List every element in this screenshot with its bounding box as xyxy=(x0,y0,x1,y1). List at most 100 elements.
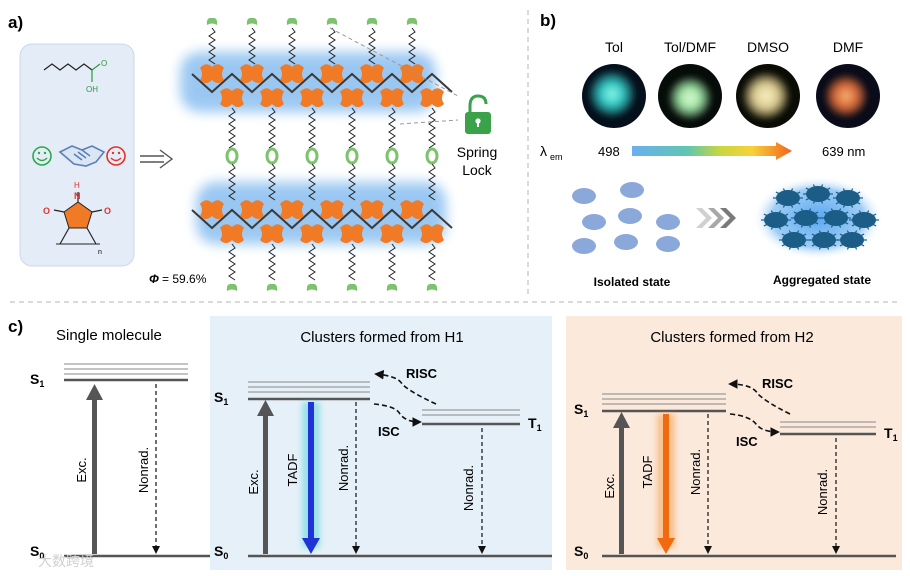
orange-unit-top-row2-shape xyxy=(220,88,244,107)
spring-top xyxy=(208,27,216,65)
spring-top xyxy=(328,27,336,65)
solvent-label-tol: Tol xyxy=(605,39,623,55)
orange-unit-top-row2-shape xyxy=(380,88,404,107)
green-cap-top xyxy=(326,17,338,25)
orange-unit-bottom-row1-shape xyxy=(240,200,264,219)
h1-nonrad-head-2 xyxy=(478,546,486,554)
orange-unit-bottom-row1 xyxy=(240,200,264,219)
spring-top xyxy=(368,27,376,65)
green-cap-bottom xyxy=(306,283,318,291)
isolated-molecule-dot xyxy=(572,238,596,254)
sample-photo-dmso xyxy=(742,72,790,120)
aggregated-molecule xyxy=(809,230,839,250)
emission-gradient-arrow xyxy=(632,142,792,160)
h2-s0-label: S0 xyxy=(574,543,588,561)
green-cap-bottom xyxy=(426,283,438,291)
aggregated-molecule xyxy=(837,230,867,250)
lambda-symbol: λ xyxy=(540,143,547,159)
orange-unit-bottom-row1 xyxy=(360,200,384,219)
watermark: 大数跨境 xyxy=(38,553,94,569)
aggregate-core xyxy=(806,186,830,202)
orange-unit-top-row2-shape xyxy=(300,88,324,107)
orange-unit-bottom-row2-shape xyxy=(260,224,284,243)
spring-link-upper xyxy=(348,107,356,149)
solvent-label-dmso: DMSO xyxy=(747,39,789,55)
orange-unit-bottom-row1 xyxy=(280,200,304,219)
orange-unit-bottom-row2 xyxy=(380,224,404,243)
spring-link-lower xyxy=(428,163,436,201)
emission-end: 639 nm xyxy=(822,144,865,159)
orange-unit-top-row2-shape xyxy=(420,88,444,107)
green-cap-bottom xyxy=(266,283,278,291)
panel-b: b) Tol Tol/DMF DMSO DMF λ em 498 639 nm … xyxy=(540,11,884,289)
h2-isc-label: ISC xyxy=(736,434,758,449)
h2-excitation-arrow-shaft xyxy=(619,426,624,554)
orange-unit-bottom-row1-shape xyxy=(280,200,304,219)
orange-unit-top-row1-shape xyxy=(360,64,384,83)
lock-icon xyxy=(465,94,491,134)
solvent-label-dmf: DMF xyxy=(833,39,863,55)
green-link-ring xyxy=(385,147,399,165)
phi-value: = 59.6% xyxy=(162,272,207,286)
backbone-bottom xyxy=(191,208,453,230)
orange-unit-top-row2 xyxy=(260,88,284,107)
nonrad-label: Nonrad. xyxy=(136,447,151,493)
orange-unit-top-row1 xyxy=(200,64,224,83)
aggregate-core xyxy=(836,190,860,206)
spring-lock-label-line1: Spring xyxy=(457,144,497,160)
aggregated-molecule xyxy=(779,230,809,250)
h1-nonrad-label-2: Nonrad. xyxy=(461,465,476,511)
aggregated-molecule xyxy=(833,188,863,208)
spring-link-upper xyxy=(428,107,436,149)
orange-unit-bottom-row2-shape xyxy=(300,224,324,243)
excitation-arrow-head xyxy=(86,384,103,400)
aggregated-state-cluster xyxy=(761,184,879,250)
h1-excitation-arrow-shaft xyxy=(263,414,268,554)
o-atom-2: O xyxy=(43,206,50,216)
green-link-ring xyxy=(265,147,279,165)
h2-nonrad-head-2 xyxy=(832,546,840,554)
h2-tadf-label: TADF xyxy=(640,455,655,488)
h1-t1-label: T1 xyxy=(528,415,542,433)
transition-chevrons-icon xyxy=(696,208,736,228)
orange-unit-bottom-row2-shape xyxy=(220,224,244,243)
panel-a-label: a) xyxy=(8,13,23,32)
aggregated-molecule xyxy=(791,208,821,228)
h1-nonrad-label-1: Nonrad. xyxy=(336,445,351,491)
aggregate-core xyxy=(824,210,848,226)
aggregated-molecule xyxy=(821,208,851,228)
h2-isc-arrow xyxy=(729,413,780,437)
aggregated-molecule xyxy=(773,188,803,208)
solvent-label-toldmf: Tol/DMF xyxy=(664,39,716,55)
h1-excitation-label: Exc. xyxy=(246,469,261,494)
phi-symbol: Φ xyxy=(149,272,159,286)
emission-start: 498 xyxy=(598,144,620,159)
backbone-top xyxy=(191,72,453,94)
h1-title: Clusters formed from H1 xyxy=(300,329,463,346)
n-subscript: n xyxy=(98,249,102,256)
orange-unit-top-row1 xyxy=(280,64,304,83)
green-link-ring xyxy=(225,147,239,165)
orange-unit-bottom-row2 xyxy=(220,224,244,243)
orange-unit-top-row2-shape xyxy=(260,88,284,107)
aggregated-state-label: Aggregated state xyxy=(773,273,871,287)
h1-risc-arrow xyxy=(374,369,437,405)
h2-tadf-arrow-shaft xyxy=(663,414,669,540)
o-atom-3: O xyxy=(104,206,111,216)
spring-link-lower xyxy=(388,163,396,201)
spring-link-upper xyxy=(308,107,316,149)
isolated-molecule-dot xyxy=(620,182,644,198)
spring-bottom xyxy=(308,243,316,281)
h1-s0-label: S0 xyxy=(214,543,228,561)
orange-unit-top-row2 xyxy=(340,88,364,107)
spring-link-lower xyxy=(348,163,356,201)
h2-excitation-label: Exc. xyxy=(602,473,617,498)
imide-monomer-structure xyxy=(53,192,103,245)
orange-unit-top-row2 xyxy=(380,88,404,107)
isolated-molecule-dot xyxy=(572,188,596,204)
orange-unit-bottom-row2-shape xyxy=(420,224,444,243)
isolated-molecule-dot xyxy=(618,208,642,224)
h-atom: H xyxy=(74,181,80,190)
aggregated-molecule xyxy=(761,210,791,230)
orange-unit-bottom-row1-shape xyxy=(360,200,384,219)
